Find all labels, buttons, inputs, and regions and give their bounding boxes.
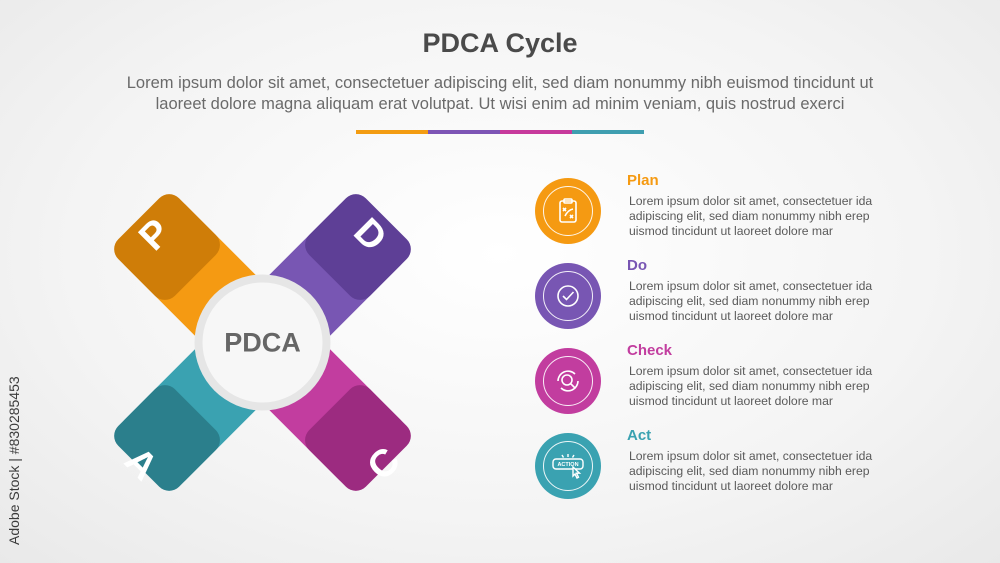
step-description: Lorem ipsum dolor sit amet, consectetuer… bbox=[629, 449, 929, 494]
subtitle-line-2: laoreet dolore magna aliquam erat volutp… bbox=[155, 95, 845, 113]
desc-line: Lorem ipsum dolor sit amet, consectetuer… bbox=[629, 449, 873, 463]
desc-line: adipiscing elit, sed diam nonummy nibh e… bbox=[629, 464, 870, 478]
desc-line: Lorem ipsum dolor sit amet, consectetuer… bbox=[629, 279, 873, 293]
step-circle bbox=[535, 263, 601, 329]
step-circle bbox=[535, 178, 601, 244]
page-subtitle: Lorem ipsum dolor sit amet, consectetuer… bbox=[60, 73, 940, 115]
desc-line: Lorem ipsum dolor sit amet, consectetuer… bbox=[629, 194, 873, 208]
color-divider bbox=[356, 130, 644, 134]
step-check: Check Lorem ipsum dolor sit amet, consec… bbox=[535, 342, 935, 418]
step-circle: ACTION bbox=[535, 433, 601, 499]
desc-line: uismod tincidunt ut laoreet dolore mar bbox=[629, 394, 833, 408]
step-description: Lorem ipsum dolor sit amet, consectetuer… bbox=[629, 279, 929, 324]
divider-segment bbox=[356, 130, 428, 134]
desc-line: uismod tincidunt ut laoreet dolore mar bbox=[629, 479, 833, 493]
step-do: Do Lorem ipsum dolor sit amet, consectet… bbox=[535, 257, 935, 333]
step-plan: Plan Lorem ipsum dolor sit amet, consect… bbox=[535, 172, 935, 248]
center-label: PDCA bbox=[224, 328, 301, 358]
watermark-text: Adobe Stock | #830285453 bbox=[6, 376, 22, 545]
desc-line: Lorem ipsum dolor sit amet, consectetuer… bbox=[629, 364, 873, 378]
desc-line: uismod tincidunt ut laoreet dolore mar bbox=[629, 309, 833, 323]
step-title: Do bbox=[627, 257, 647, 274]
magnifier-cycle-icon bbox=[557, 370, 579, 392]
desc-line: adipiscing elit, sed diam nonummy nibh e… bbox=[629, 294, 870, 308]
divider-segment bbox=[572, 130, 644, 134]
subtitle-line-1: Lorem ipsum dolor sit amet, consectetuer… bbox=[126, 74, 874, 92]
step-title: Check bbox=[627, 342, 673, 359]
center-disc bbox=[202, 282, 323, 403]
step-title: Plan bbox=[627, 172, 659, 189]
desc-line: adipiscing elit, sed diam nonummy nibh e… bbox=[629, 379, 870, 393]
step-circle bbox=[535, 348, 601, 414]
divider-segment bbox=[428, 130, 500, 134]
step-act: ACTION Act Lorem ipsum dolor sit amet, c… bbox=[535, 427, 935, 503]
action-button-click-icon: ACTION bbox=[552, 454, 584, 479]
page-title: PDCA Cycle bbox=[422, 28, 578, 58]
divider-segment bbox=[500, 130, 572, 134]
step-title: Act bbox=[627, 427, 652, 444]
desc-line: adipiscing elit, sed diam nonummy nibh e… bbox=[629, 209, 870, 223]
step-description: Lorem ipsum dolor sit amet, consectetuer… bbox=[629, 364, 929, 409]
check-circle-icon bbox=[557, 285, 579, 307]
step-description: Lorem ipsum dolor sit amet, consectetuer… bbox=[629, 194, 929, 239]
desc-line: uismod tincidunt ut laoreet dolore mar bbox=[629, 224, 833, 238]
action-icon-text: ACTION bbox=[557, 462, 578, 468]
pdca-x-diagram: P D A C PDCA bbox=[90, 170, 435, 515]
clipboard-strategy-icon bbox=[559, 198, 577, 223]
